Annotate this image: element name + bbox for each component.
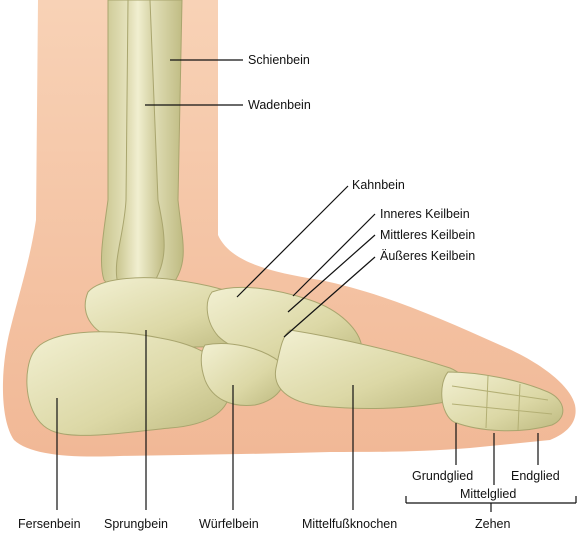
label-sprungbein: Sprungbein — [104, 517, 168, 531]
label-grundglied: Grundglied — [412, 469, 473, 483]
label-mittleres-keilbein: Mittleres Keilbein — [380, 228, 475, 242]
label-schienbein: Schienbein — [248, 53, 310, 67]
label-kahnbein: Kahnbein — [352, 178, 405, 192]
label-wadenbein: Wadenbein — [248, 98, 311, 112]
label-fersenbein: Fersenbein — [18, 517, 81, 531]
label-inneres-keilbein: Inneres Keilbein — [380, 207, 470, 221]
label-endglied: Endglied — [511, 469, 560, 483]
label-zehen: Zehen — [475, 517, 510, 531]
label-mittelglied: Mittelglied — [460, 487, 516, 501]
label-mittelfussknochen: Mittelfußknochen — [302, 517, 397, 531]
label-wuerfelbein: Würfelbein — [199, 517, 259, 531]
label-aeusseres-keilbein: Äußeres Keilbein — [380, 249, 475, 263]
